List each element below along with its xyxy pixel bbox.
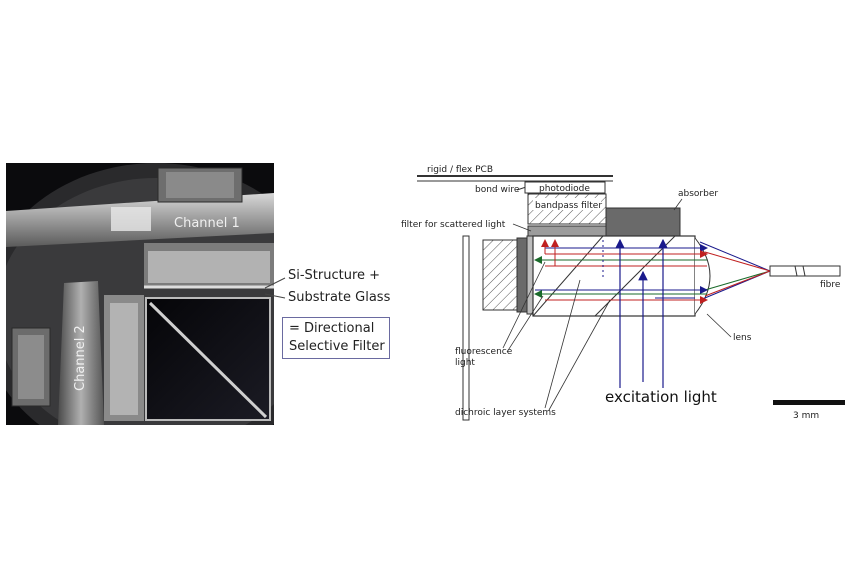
prism-body [532, 235, 696, 317]
channel2-label: Channel 2 [73, 325, 88, 391]
label-rigid-pcb: rigid / flex PCB [427, 165, 493, 175]
label-absorber: absorber [678, 189, 718, 199]
label-excitation: excitation light [605, 388, 717, 406]
dichroic-1 [532, 235, 604, 317]
lens [694, 237, 711, 315]
filter-line2: Selective Filter [289, 339, 385, 354]
label-fluorescence-2: light [455, 358, 475, 368]
detector-left [482, 239, 518, 311]
label-lens: lens [733, 333, 752, 343]
optical-schematic: rigid / flex PCB bond wire photodiode ba… [401, 165, 845, 421]
label-dichroic: dichroic layer systems [455, 408, 556, 418]
label-fibre: fibre [820, 280, 841, 290]
callout-structure-line2: Substrate Glass [288, 290, 391, 305]
callout-leaders [264, 277, 286, 299]
label-bandpass: bandpass filter [535, 201, 602, 211]
absorber [605, 207, 681, 237]
photodiode [524, 181, 606, 194]
label-scatter-filter: filter for scattered light [401, 220, 506, 230]
photo-drawing: Channel 1 Channel 2 [6, 163, 274, 425]
label-fluorescence-1: fluorescence [455, 347, 513, 357]
label-bond-wire: bond wire [475, 185, 520, 195]
dichroic-diagonal [148, 301, 268, 419]
label-photodiode: photodiode [539, 184, 590, 194]
callout-structure-line1: Si-Structure + [288, 268, 381, 283]
excitation-arrows [602, 238, 668, 388]
pcb-vertical [462, 235, 470, 421]
fibre-fan [699, 241, 771, 301]
channel1-label: Channel 1 [174, 216, 240, 231]
microscope-photo: Channel 1 Channel 2 [6, 163, 274, 425]
filter-line1: = Directional [289, 321, 375, 336]
scatter-filter [527, 225, 607, 237]
label-scale: 3 mm [793, 411, 819, 421]
scale-bar [773, 400, 845, 405]
filter-definition-box: = Directional Selective Filter [282, 317, 390, 359]
channel2-bar [58, 281, 104, 425]
ray-lines [534, 244, 708, 304]
